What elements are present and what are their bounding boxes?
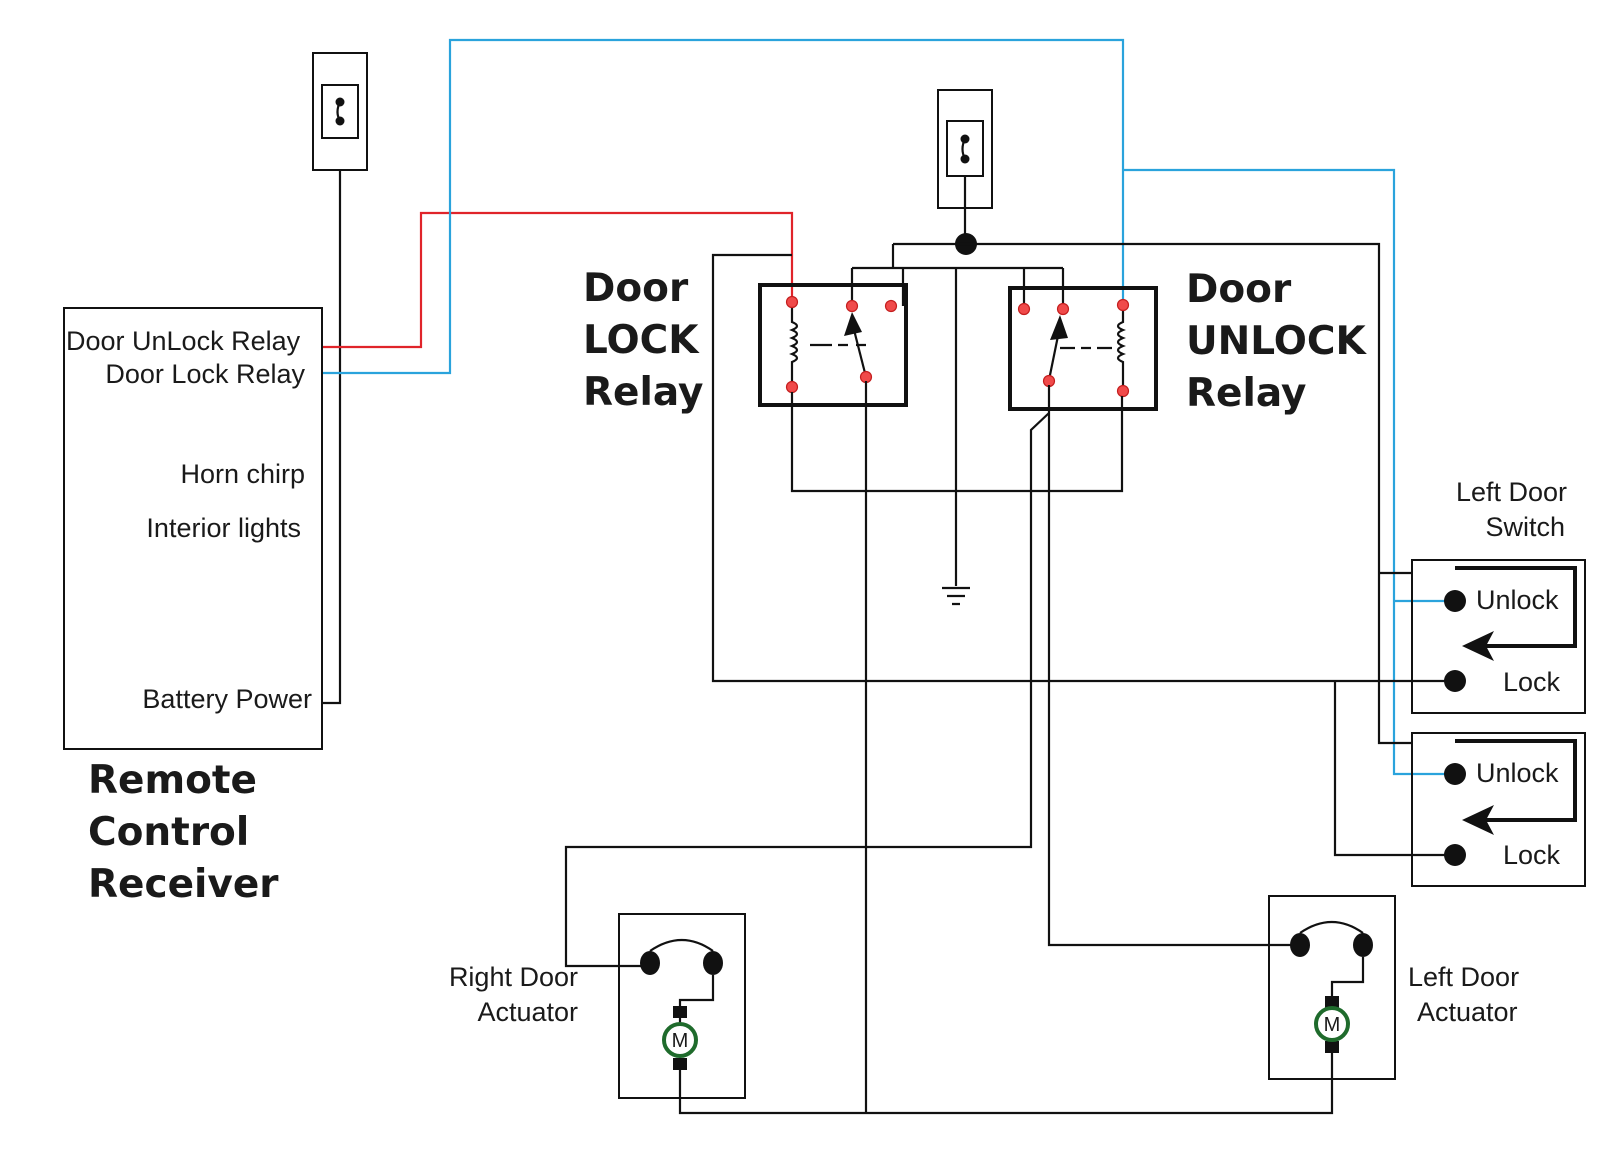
unlock-relay-title-3: Relay (1186, 371, 1306, 416)
right-actuator-title-1: Right Door (449, 962, 578, 992)
ground-symbol (942, 268, 970, 606)
switch-lower-unlock: Unlock (1476, 758, 1559, 788)
fuse-left (312, 52, 368, 171)
receiver-title-3: Receiver (88, 862, 279, 907)
left-door-switch-title-2: Switch (1485, 512, 1565, 542)
remote-receiver-box (63, 307, 323, 750)
lock-relay-title-3: Relay (583, 370, 703, 415)
red-wire-unlock (323, 211, 794, 349)
label-battery-power: Battery Power (142, 684, 312, 714)
left-actuator-title-2: Actuator (1417, 997, 1518, 1027)
switch-upper-lock: Lock (1503, 667, 1561, 697)
battery-wire (323, 170, 342, 705)
lock-relay (758, 283, 908, 407)
label-lock-relay-output: Door Lock Relay (105, 359, 305, 389)
unlock-relay-title-1: Door (1186, 267, 1292, 312)
lock-relay-title-1: Door (583, 266, 689, 311)
left-door-switch-upper (1411, 559, 1586, 714)
right-motor-label: M (672, 1030, 689, 1052)
blue-wire-lock (323, 38, 1125, 375)
blue-wire-switch (1123, 168, 1455, 776)
left-door-switch-lower (1411, 732, 1586, 887)
right-actuator-title-2: Actuator (477, 997, 578, 1027)
right-door-actuator: M (618, 913, 1334, 1115)
unlock-relay (1008, 286, 1158, 411)
receiver-title-2: Control (88, 810, 249, 855)
switch-lower-lock: Lock (1503, 840, 1561, 870)
receiver-title-1: Remote (88, 758, 257, 803)
label-interior-lights: Interior lights (146, 513, 301, 543)
left-door-switch-title-1: Left Door (1456, 477, 1567, 507)
label-horn-chirp: Horn chirp (180, 459, 305, 489)
unlock-relay-title-2: UNLOCK (1186, 319, 1368, 364)
label-unlock-relay-output: Door UnLock Relay (66, 326, 301, 356)
left-actuator-title-1: Left Door (1408, 962, 1519, 992)
left-motor-label: M (1324, 1014, 1341, 1036)
lock-relay-title-2: LOCK (583, 318, 700, 363)
left-door-actuator: M (1268, 895, 1396, 1080)
switch-upper-unlock: Unlock (1476, 585, 1559, 615)
